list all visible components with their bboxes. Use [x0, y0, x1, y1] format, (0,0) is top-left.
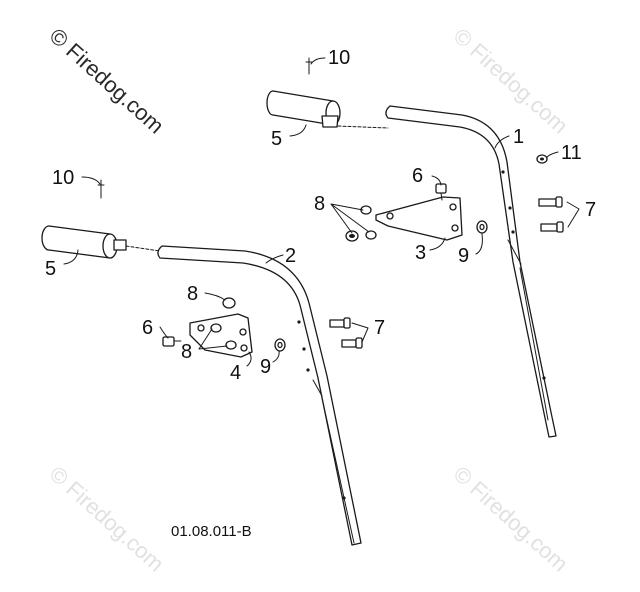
- handle-tube-part-2: [157, 245, 362, 546]
- callout-9-upper: 9: [458, 245, 469, 267]
- bolts-part-7-upper: [538, 196, 564, 233]
- callout-8-mid: 8: [187, 283, 198, 305]
- callout-10-lower: 10: [52, 167, 74, 189]
- callout-2: 2: [285, 245, 296, 267]
- callout-7-lower: 7: [374, 317, 385, 339]
- callout-8-upper: 8: [314, 193, 325, 215]
- watermark-top-left: © Firedog.com: [45, 23, 169, 138]
- callout-8-lower: 8: [181, 341, 192, 363]
- callout-4: 4: [230, 362, 241, 384]
- nuts-part-8-lower: [210, 297, 237, 350]
- bracket-part-4: [189, 313, 253, 358]
- callouts: 1 2 3 4 5 5 6 6 7 7 8 8 8 9 9 10 10 11: [45, 47, 596, 384]
- watermark-bottom-right-text: © Firedog.com: [449, 461, 573, 576]
- callout-6-lower: 6: [142, 317, 153, 339]
- bracket-part-3: [375, 196, 463, 241]
- pin-part-10-lower: [97, 179, 105, 199]
- callout-10-upper: 10: [328, 47, 350, 69]
- pin-part-10-upper: [305, 57, 313, 75]
- callout-5-lower: 5: [45, 258, 56, 280]
- diagram-reference-code: 01.08.011-B: [171, 523, 252, 540]
- watermark-bottom-left-text: © Firedog.com: [45, 461, 169, 576]
- watermark-bottom-left: © Firedog.com: [45, 461, 169, 576]
- watermark-top-left-text: © Firedog.com: [45, 23, 169, 138]
- handle-grip-part-5-lower: [41, 225, 161, 259]
- callout-9-lower: 9: [260, 356, 271, 378]
- callout-11: 11: [561, 142, 582, 164]
- handle-grip-part-5-upper: [266, 90, 389, 129]
- bolt-part-6-lower: [162, 336, 182, 347]
- watermark-bottom-right: © Firedog.com: [449, 461, 573, 576]
- washer-part-9-upper: [476, 220, 488, 234]
- callout-6-upper: 6: [412, 165, 423, 187]
- callout-7-upper: 7: [585, 199, 596, 221]
- nuts-part-8-upper: [345, 205, 377, 242]
- callout-1: 1: [513, 126, 524, 148]
- callout-5-upper: 5: [271, 128, 282, 150]
- callout-3: 3: [415, 242, 426, 264]
- leader-lines: [63, 57, 580, 367]
- bolts-part-7-lower: [329, 317, 363, 349]
- washer-part-11: [536, 154, 548, 164]
- handle-tube-part-1: [385, 105, 557, 438]
- washer-part-9-lower: [274, 338, 286, 352]
